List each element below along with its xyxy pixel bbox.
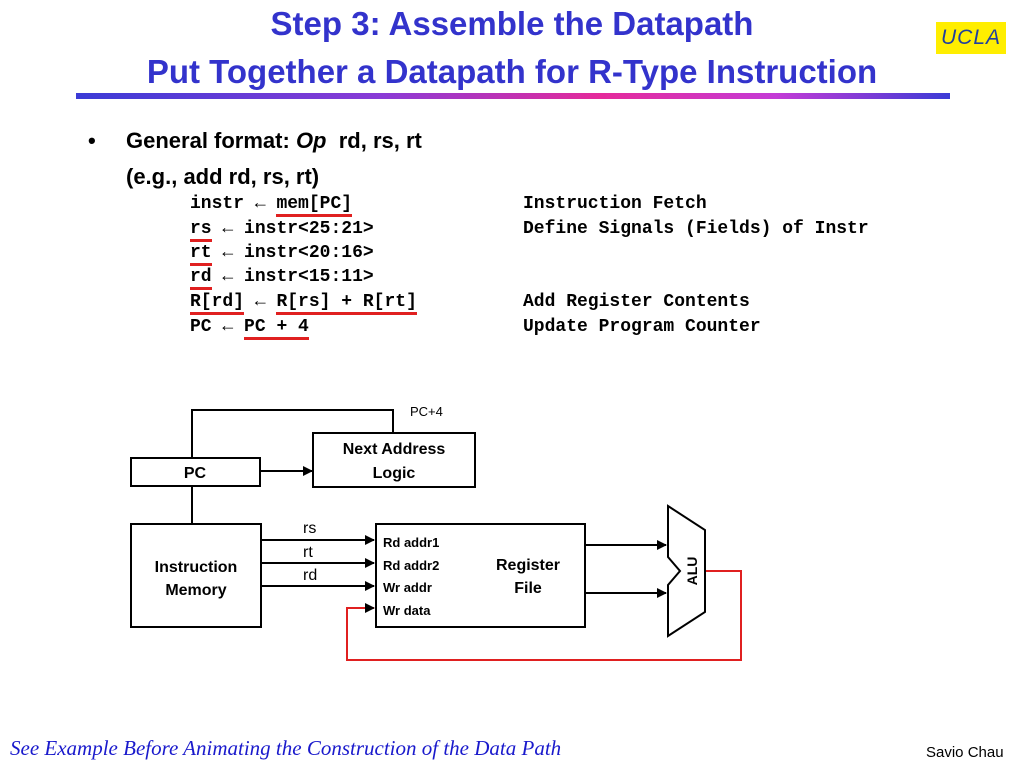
next-address-label-1: Next Address	[343, 441, 446, 458]
alu-shape	[667, 504, 706, 638]
general-format-prefix: General format:	[126, 128, 296, 153]
register-file-label-1: Register	[496, 557, 560, 574]
code-comment-fields: Define Signals (Fields) of Instr	[523, 219, 869, 239]
instruction-memory-box	[130, 523, 262, 628]
pc4-label: PC+4	[410, 404, 443, 419]
rd-label: rd	[303, 567, 317, 584]
code-row-rd: rd ← instr<15:11>	[190, 265, 374, 290]
code-comment-fetch: Instruction Fetch	[523, 194, 707, 214]
general-format-line: General format: Op rd, rs, rt	[126, 128, 422, 154]
author-name: Savio Chau	[926, 744, 1004, 761]
rt-label: rt	[303, 544, 313, 561]
ucla-logo: UCLA	[936, 22, 1006, 54]
register-file-label-2: File	[514, 580, 542, 597]
bullet-symbol: •	[88, 128, 96, 153]
register-file-box	[375, 523, 586, 628]
general-format-op: Op	[295, 128, 327, 153]
pc4-feedback-wire	[191, 409, 394, 458]
code-mem-pc: mem[PC]	[276, 194, 353, 217]
code-comment-add: Add Register Contents	[523, 292, 750, 312]
datapath-diagram: PC Next Address Logic PC+4 Instruction M…	[130, 404, 742, 661]
code-row-pc: PC ← PC + 4	[190, 315, 309, 340]
imem-label-1: Instruction	[155, 559, 238, 576]
alu-writeback-wire	[346, 570, 742, 661]
rf-port-wr-data: Wr data	[383, 603, 431, 618]
code-row-rrd: R[rd] ← R[rs] + R[rt]	[190, 290, 417, 315]
next-address-box	[312, 432, 476, 488]
slide-title-line1: Step 3: Assemble the Datapath	[270, 5, 754, 42]
rf-port-rd-addr2: Rd addr2	[383, 558, 439, 573]
footer-note: See Example Before Animating the Constru…	[10, 736, 562, 760]
code-row-rt: rt ← instr<20:16>	[190, 241, 374, 266]
rs-label: rs	[303, 520, 316, 537]
code-comment-update: Update Program Counter	[523, 317, 761, 337]
code-row-instr: instr ← mem[PC]	[190, 192, 353, 217]
rf-port-rd-addr1: Rd addr1	[383, 535, 439, 550]
slide-title-line2: Put Together a Datapath for R-Type Instr…	[146, 53, 878, 90]
pc-box	[130, 457, 261, 487]
imem-label-2: Memory	[165, 582, 226, 599]
example-line: (e.g., add rd, rs, rt)	[126, 164, 320, 189]
next-address-label-2: Logic	[373, 465, 416, 482]
general-format-args: rd, rs, rt	[338, 128, 422, 153]
alu-label: ALU	[684, 557, 700, 586]
rf-port-wr-addr: Wr addr	[383, 580, 432, 595]
pc-label: PC	[184, 465, 207, 482]
title-underline-bar	[76, 93, 950, 99]
code-row-rs: rs ← instr<25:21>	[190, 217, 374, 242]
